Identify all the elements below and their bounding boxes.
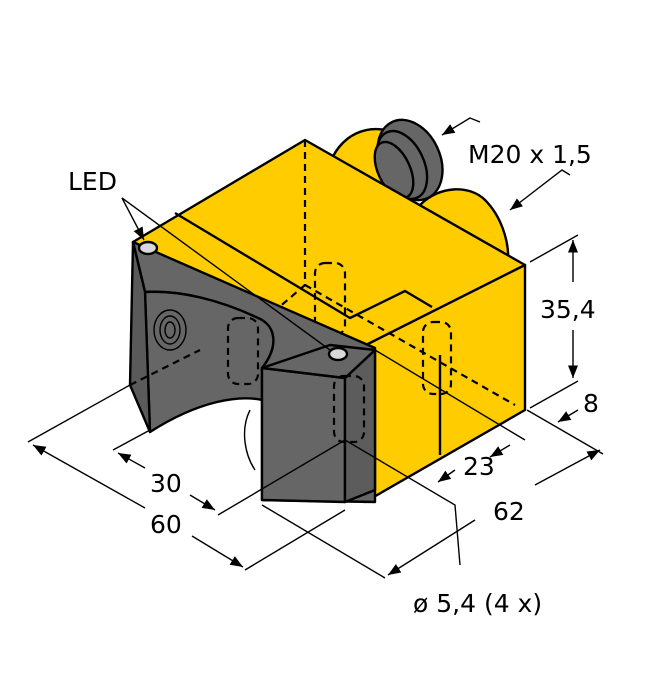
mounting-bracket [128,240,377,504]
led-indicator-left [137,240,159,256]
depth-inner-label: 23 [463,452,495,481]
led-label: LED [68,167,117,196]
depth-total-label: 62 [493,497,525,526]
thread-label: M20 x 1,5 [468,140,592,169]
width-inner-label: 30 [150,469,182,498]
led-indicator-right [327,346,349,362]
hole-label: ø 5,4 (4 x) [413,589,542,618]
sensor-housing [131,138,527,504]
height-label: 35,4 [540,295,596,324]
offset-label: 8 [583,389,599,418]
width-total-label: 60 [150,510,182,539]
mount-hole-icon [153,309,187,351]
